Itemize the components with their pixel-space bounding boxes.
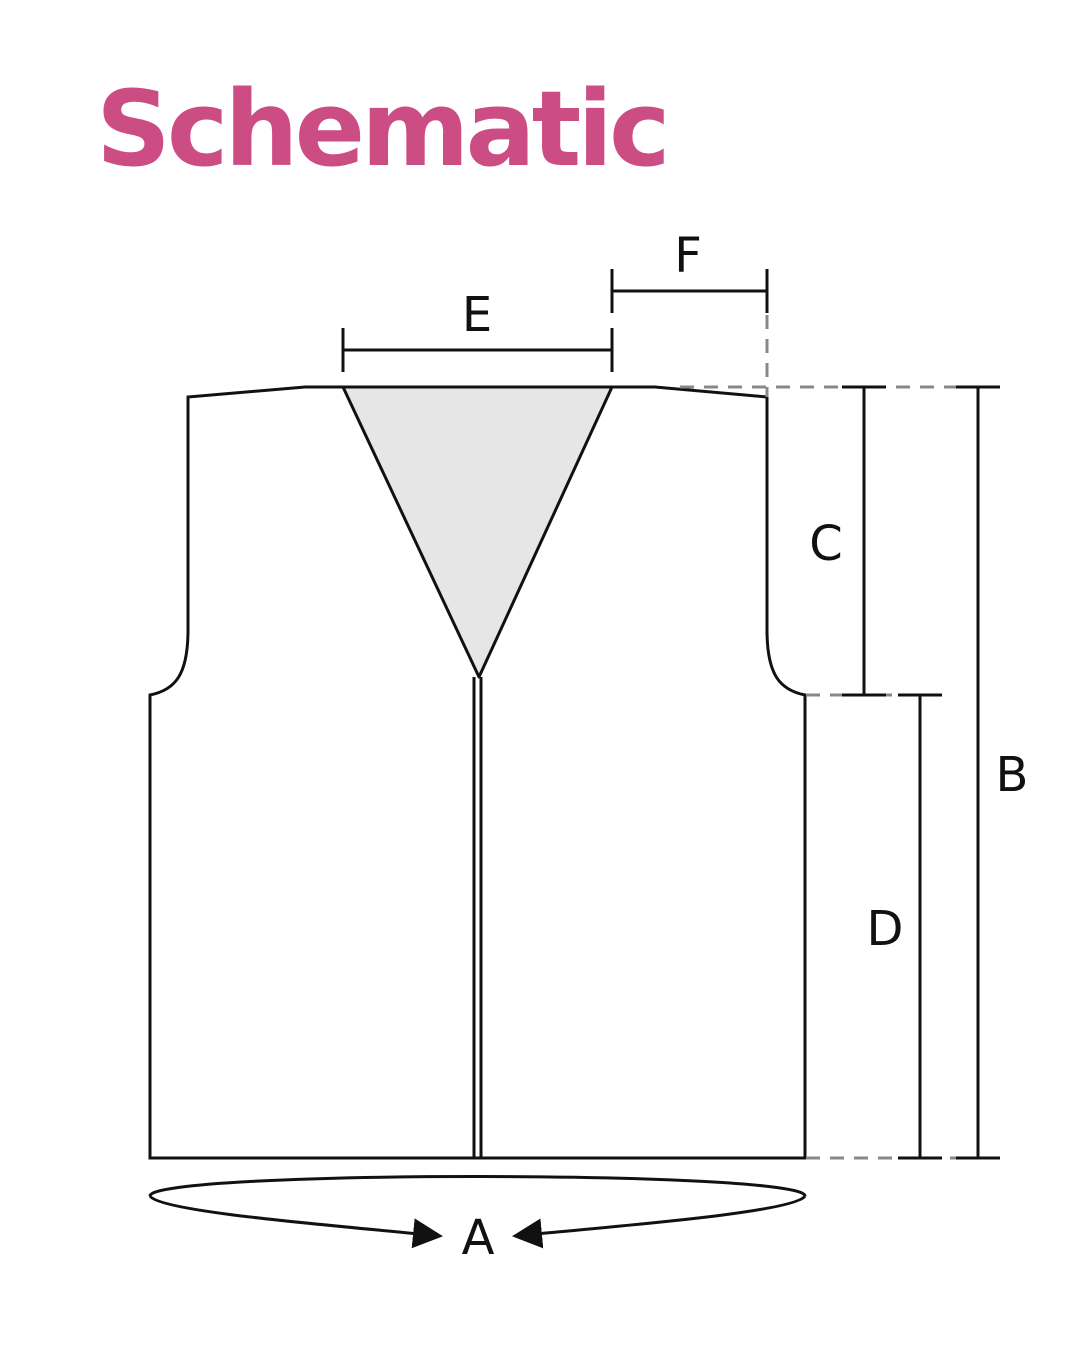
label-e: E	[462, 287, 492, 343]
dimension-f: F	[610, 228, 769, 313]
dimension-c: C	[809, 385, 886, 697]
dimension-d: D	[867, 693, 942, 1160]
label-d: D	[867, 901, 904, 957]
circumference-back-arc	[148, 1175, 807, 1198]
label-a: A	[462, 1210, 495, 1266]
dimension-b: B	[956, 385, 1029, 1160]
label-c: C	[809, 516, 843, 572]
v-neck-opening	[341, 385, 614, 679]
label-b: B	[996, 747, 1029, 803]
page-title: Schematic	[96, 68, 671, 190]
circumference-arrow-right	[512, 1194, 807, 1249]
dimension-e: E	[341, 287, 614, 372]
circumference-arrow-left	[148, 1194, 443, 1249]
label-f: F	[674, 228, 702, 284]
dimension-a: A	[148, 1175, 807, 1266]
vest-outline	[148, 385, 807, 1160]
